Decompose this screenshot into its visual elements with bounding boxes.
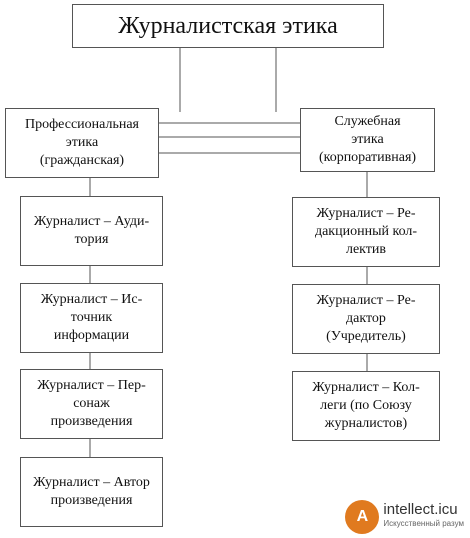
watermark-logo-icon: A: [345, 500, 380, 534]
branch-professional-ethics: Профессиональная этика (гражданская): [5, 108, 159, 178]
left-item: Журналист – Ауди- тория: [20, 196, 163, 266]
item-label: Журналист – Ис- точник информации: [40, 292, 143, 343]
branch-label: Профессиональная этика (гражданская): [24, 117, 139, 168]
left-item: Журналист – Ис- точник информации: [20, 283, 163, 353]
watermark: A intellect.icu Искусственный разум: [345, 500, 464, 534]
item-label: Журналист – Кол- леги (по Союзу журналис…: [312, 380, 420, 431]
left-item: Журналист – Пер- сонаж произведения: [20, 369, 163, 439]
item-label: Журналист – Автор произведения: [33, 475, 150, 508]
branch-service-ethics: Служебная этика (корпоративная): [300, 108, 435, 172]
right-item: Журналист – Ре- дакционный кол- лектив: [292, 197, 440, 267]
watermark-name: intellect.icu: [383, 501, 458, 518]
item-label: Журналист – Ауди- тория: [33, 214, 150, 247]
item-label: Журналист – Ре- дакционный кол- лектив: [314, 206, 418, 257]
watermark-tagline: Искусственный разум: [383, 519, 464, 528]
root-node: Журналистская этика: [72, 4, 384, 48]
left-item: Журналист – Автор произведения: [20, 457, 163, 527]
item-label: Журналист – Пер- сонаж произведения: [37, 378, 146, 429]
branch-label: Служебная этика (корпоративная): [318, 114, 417, 165]
item-label: Журналист – Ре- дактор (Учредитель): [316, 293, 416, 344]
root-label: Журналистская этика: [118, 13, 338, 39]
right-item: Журналист – Кол- леги (по Союзу журналис…: [292, 371, 440, 441]
right-item: Журналист – Ре- дактор (Учредитель): [292, 284, 440, 354]
